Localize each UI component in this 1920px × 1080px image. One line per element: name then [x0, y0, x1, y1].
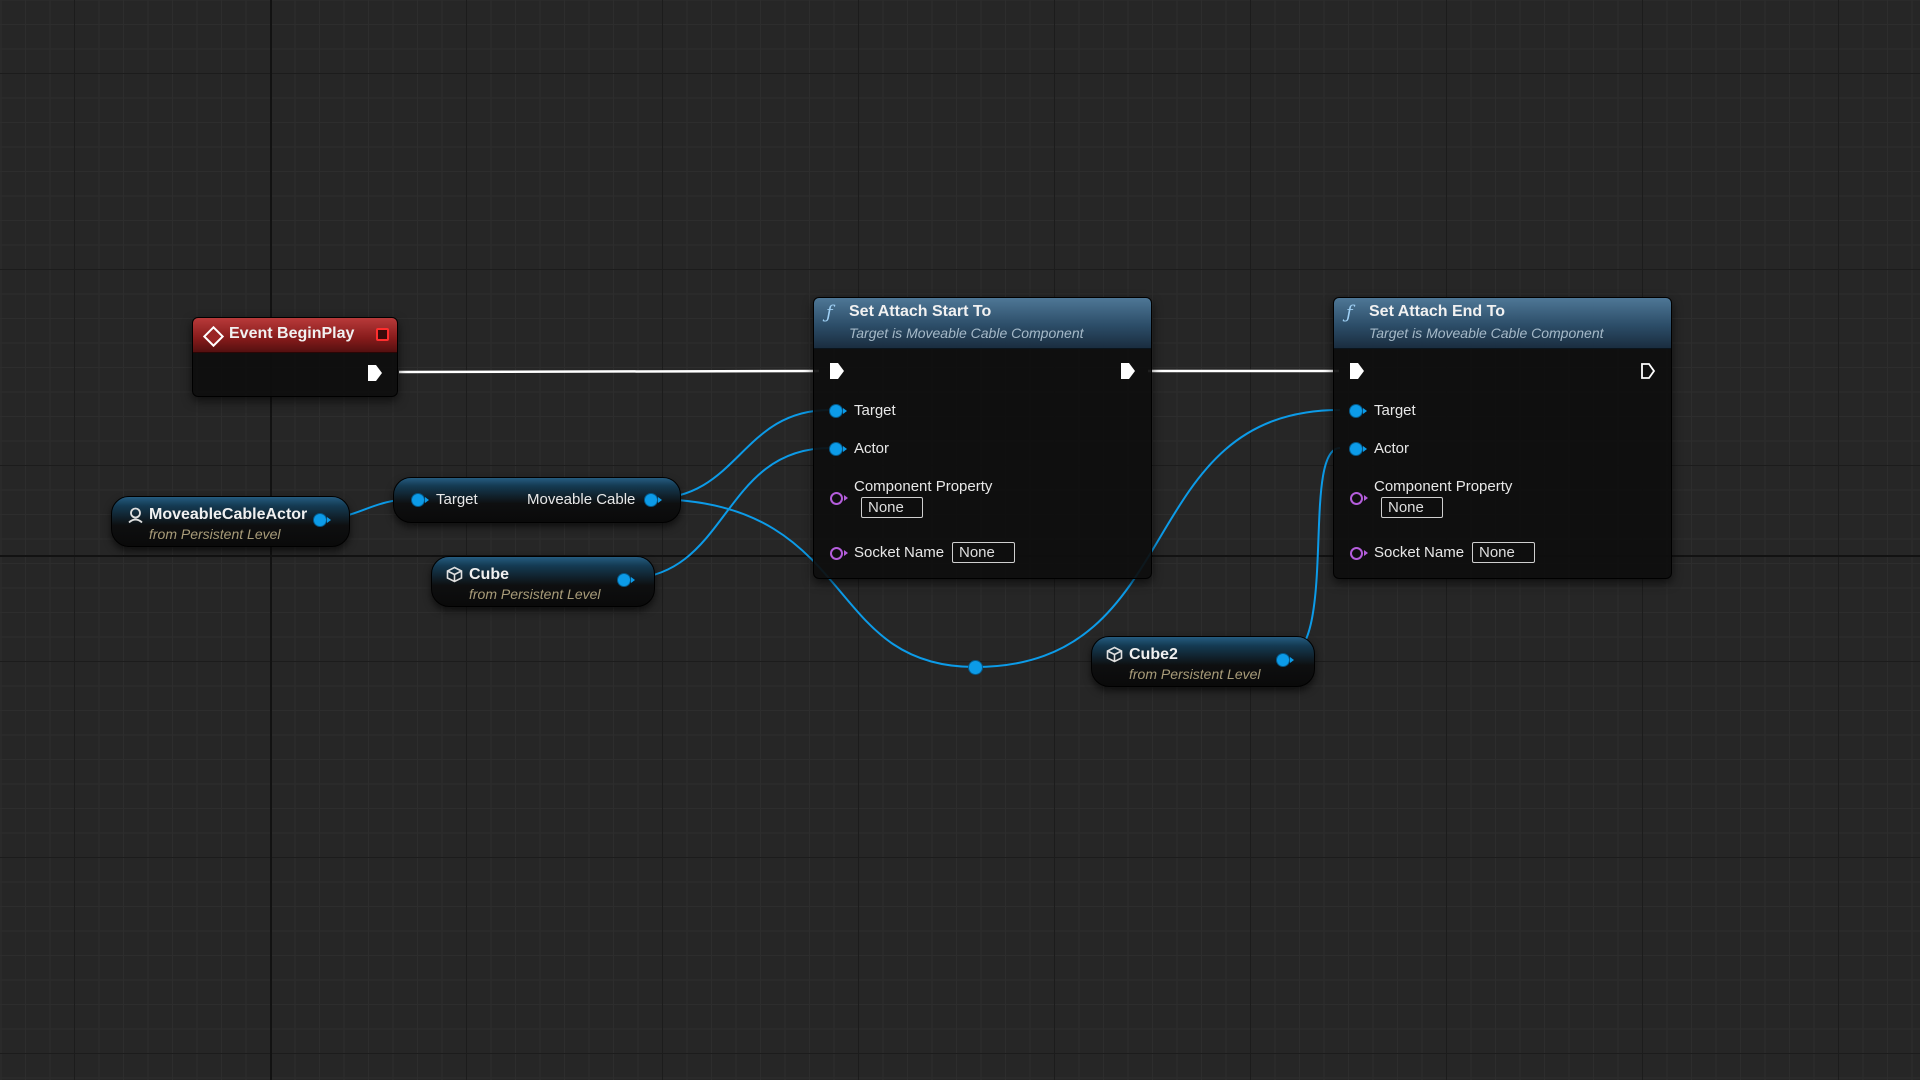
target-pin-label: Target — [1374, 402, 1416, 419]
socket-name-field[interactable]: None — [1472, 542, 1535, 563]
variable-source: from Persistent Level — [469, 586, 601, 602]
component-property-label: Component Property — [1374, 478, 1513, 495]
set-attach-end-subtitle: Target is Moveable Cable Component — [1369, 325, 1604, 341]
event-diamond-icon — [202, 325, 225, 348]
event-beginplay-node[interactable]: Event BeginPlay — [192, 317, 398, 397]
variable-name: MoveableCableActor — [149, 506, 308, 523]
socket-name-pin[interactable] — [1350, 547, 1368, 560]
getter-target-label: Target — [436, 491, 478, 508]
component-property-field[interactable]: None — [861, 497, 923, 518]
variable-output-pin[interactable] — [1277, 654, 1294, 666]
set-attach-end-title: Set Attach End To — [1369, 303, 1505, 320]
exec-input-pin[interactable] — [829, 362, 845, 380]
target-pin[interactable] — [1350, 405, 1367, 417]
cube-icon — [446, 566, 463, 583]
target-pin[interactable] — [830, 405, 847, 417]
set-attach-start-node[interactable]: ƒ Set Attach Start To Target is Moveable… — [813, 297, 1152, 579]
actor-pin-label: Actor — [854, 440, 890, 457]
reroute-node[interactable] — [969, 661, 982, 674]
getter-moveable-cable-output-pin[interactable] — [645, 494, 662, 506]
variable-name: Cube — [469, 566, 509, 583]
set-attach-start-header: ƒ Set Attach Start To Target is Moveable… — [814, 298, 1151, 349]
cube2-variable-node[interactable]: Cube2 from Persistent Level — [1091, 636, 1315, 687]
component-property-label: Component Property — [854, 478, 993, 495]
target-pin-label: Target — [854, 402, 896, 419]
socket-name-pin[interactable] — [830, 547, 848, 560]
cube-variable-node[interactable]: Cube from Persistent Level — [431, 556, 655, 607]
component-property-field[interactable]: None — [1381, 497, 1443, 518]
event-node-header: Event BeginPlay — [193, 318, 397, 353]
variable-name: Cube2 — [1129, 646, 1178, 663]
variable-source: from Persistent Level — [1129, 666, 1261, 682]
variable-output-pin[interactable] — [314, 514, 331, 526]
set-attach-end-node[interactable]: ƒ Set Attach End To Target is Moveable C… — [1333, 297, 1672, 579]
set-attach-start-subtitle: Target is Moveable Cable Component — [849, 325, 1084, 341]
variable-source: from Persistent Level — [149, 526, 281, 542]
function-icon: ƒ — [1346, 302, 1353, 323]
component-property-pin[interactable] — [1350, 492, 1368, 505]
actor-pin[interactable] — [830, 443, 847, 455]
function-icon: ƒ — [826, 302, 833, 323]
exec-wire-beginplay-to-start — [398, 369, 820, 374]
event-node-title: Event BeginPlay — [229, 325, 355, 342]
wire-cube2-to-end-actor — [1282, 447, 1341, 660]
getter-output-label: Moveable Cable — [527, 491, 636, 508]
actor-icon — [128, 507, 143, 524]
socket-name-label: Socket Name — [854, 544, 945, 561]
moveablecableactor-variable-node[interactable]: MoveableCableActor from Persistent Level — [111, 496, 350, 547]
set-attach-start-title: Set Attach Start To — [849, 303, 992, 320]
socket-name-field[interactable]: None — [952, 542, 1015, 563]
component-property-pin[interactable] — [830, 492, 848, 505]
exec-input-pin[interactable] — [1349, 362, 1365, 380]
exec-output-pin-unconnected[interactable] — [1640, 362, 1656, 380]
set-attach-end-header: ƒ Set Attach End To Target is Moveable C… — [1334, 298, 1671, 349]
cube-icon — [1106, 646, 1123, 663]
socket-name-label: Socket Name — [1374, 544, 1465, 561]
delegate-square-icon[interactable] — [376, 328, 389, 341]
actor-pin-label: Actor — [1374, 440, 1410, 457]
getter-target-input-pin[interactable] — [412, 494, 429, 506]
moveable-cable-getter-node[interactable]: Target Moveable Cable — [393, 477, 681, 523]
variable-output-pin[interactable] — [618, 574, 635, 586]
actor-pin[interactable] — [1350, 443, 1367, 455]
exec-output-pin[interactable] — [1120, 362, 1136, 380]
exec-output-pin[interactable] — [367, 364, 383, 382]
